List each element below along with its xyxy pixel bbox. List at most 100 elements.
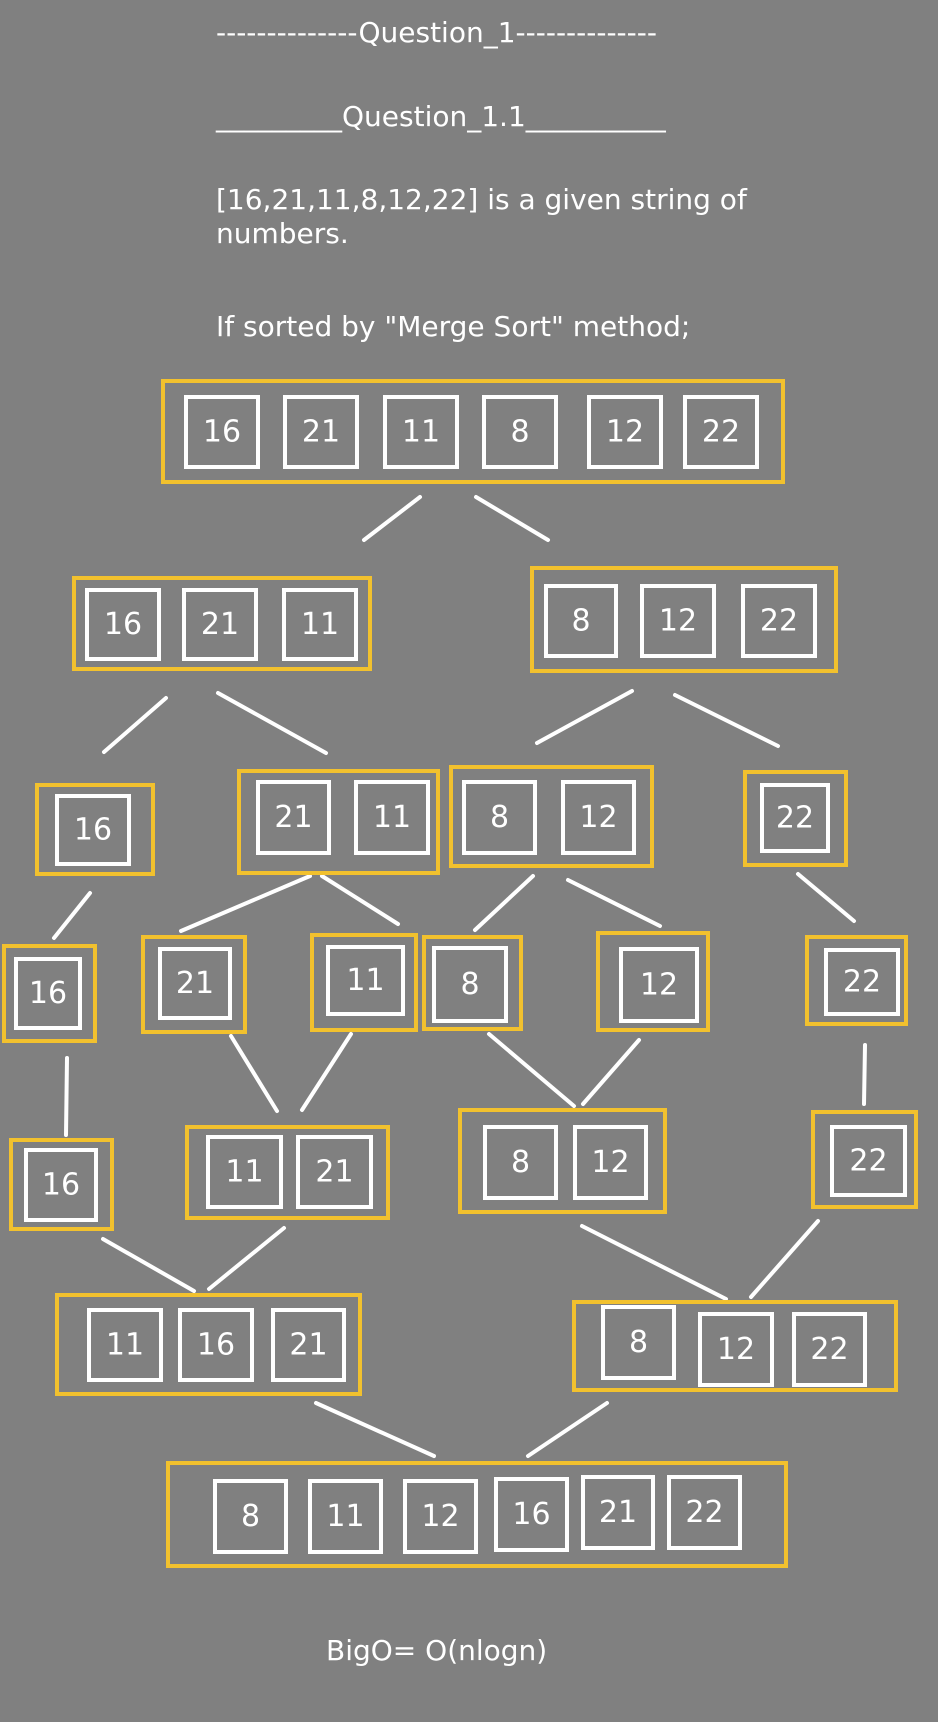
number-cell xyxy=(482,395,558,469)
number-value: 16 xyxy=(512,1497,550,1532)
connector-line-21 xyxy=(580,1224,728,1301)
number-value: 16 xyxy=(203,415,241,450)
group-border xyxy=(237,769,440,875)
number-cell xyxy=(158,947,232,1020)
group-border xyxy=(422,935,523,1031)
number-cell xyxy=(55,794,131,866)
question-1-heading: --------------Question_1-------------- xyxy=(216,16,657,49)
number-value: 22 xyxy=(685,1495,723,1530)
connector-line-12 xyxy=(796,872,856,923)
connector-line-23 xyxy=(314,1401,436,1458)
number-cell xyxy=(182,588,258,661)
number-value: 8 xyxy=(490,800,509,835)
number-cell xyxy=(206,1135,283,1209)
number-value: 8 xyxy=(510,415,529,450)
group-border xyxy=(166,1461,788,1568)
number-cell xyxy=(354,780,430,855)
number-cell xyxy=(698,1312,774,1387)
connector-line-22 xyxy=(749,1219,820,1299)
group-l4-11: 11 xyxy=(310,933,418,1032)
number-cell xyxy=(619,947,699,1023)
connector-line-2 xyxy=(474,495,550,542)
number-value: 22 xyxy=(776,801,814,836)
group-border xyxy=(743,770,848,867)
number-cell xyxy=(830,1125,907,1197)
big-o-complexity: BigO= O(nlogn) xyxy=(326,1634,548,1667)
group-border xyxy=(458,1108,667,1214)
connector-line-20 xyxy=(207,1226,286,1291)
group-l3-22: 22 xyxy=(743,770,848,867)
number-value: 22 xyxy=(702,415,740,450)
number-value: 11 xyxy=(326,1499,364,1534)
number-cell xyxy=(561,780,636,855)
group-border xyxy=(185,1125,390,1220)
number-cell xyxy=(213,1479,288,1554)
number-value: 16 xyxy=(29,976,67,1011)
group-l5-16: 16 xyxy=(9,1138,114,1231)
group-border xyxy=(2,944,97,1043)
connector-line-6 xyxy=(673,693,780,748)
number-cell xyxy=(640,584,716,658)
connector-line-15 xyxy=(300,1032,353,1112)
number-cell xyxy=(462,780,537,855)
number-value: 11 xyxy=(373,800,411,835)
group-border xyxy=(141,935,247,1034)
number-value: 22 xyxy=(810,1332,848,1367)
number-value: 11 xyxy=(301,607,339,642)
number-value: 8 xyxy=(511,1145,530,1180)
connector-line-3 xyxy=(102,696,168,754)
number-value: 21 xyxy=(274,800,312,835)
problem-statement: [16,21,11,8,12,22] is a given string of … xyxy=(216,183,747,250)
number-value: 21 xyxy=(599,1495,637,1530)
connector-line-19 xyxy=(101,1237,196,1293)
number-cell xyxy=(296,1135,373,1209)
number-cell xyxy=(256,780,331,855)
number-value: 11 xyxy=(225,1155,263,1190)
group-border xyxy=(530,566,838,673)
number-value: 16 xyxy=(104,607,142,642)
number-value: 16 xyxy=(74,813,112,848)
number-cell xyxy=(271,1308,346,1382)
number-cell xyxy=(24,1148,98,1222)
group-l3-21-11: 21 11 xyxy=(237,769,440,875)
number-value: 11 xyxy=(402,415,440,450)
number-cell xyxy=(184,395,260,469)
group-l4-12: 12 xyxy=(596,931,710,1032)
number-value: 11 xyxy=(346,963,384,998)
number-cell xyxy=(85,588,161,661)
connector-line-10 xyxy=(473,874,535,932)
number-value: 16 xyxy=(197,1328,235,1363)
number-value: 22 xyxy=(843,965,881,1000)
number-value: 21 xyxy=(289,1328,327,1363)
number-cell xyxy=(403,1479,478,1554)
number-cell xyxy=(824,948,900,1016)
group-l4-21: 21 xyxy=(141,935,247,1034)
connector-line-13 xyxy=(64,1056,69,1137)
connector-line-17 xyxy=(581,1038,641,1106)
group-border xyxy=(596,931,710,1032)
group-l5-22: 22 xyxy=(811,1110,918,1209)
method-statement: If sorted by "Merge Sort" method; xyxy=(216,310,691,343)
connector-line-16 xyxy=(487,1032,576,1108)
connector-line-24 xyxy=(526,1401,609,1458)
group-border xyxy=(811,1110,918,1209)
number-cell xyxy=(601,1305,676,1380)
number-value: 12 xyxy=(717,1332,755,1367)
number-value: 21 xyxy=(315,1155,353,1190)
group-border xyxy=(805,935,908,1026)
number-cell xyxy=(432,946,508,1023)
number-value: 11 xyxy=(106,1328,144,1363)
group-border xyxy=(310,933,418,1032)
number-value: 8 xyxy=(460,967,479,1002)
number-cell xyxy=(283,395,359,469)
number-cell xyxy=(587,395,663,469)
number-cell xyxy=(573,1125,648,1200)
number-value: 8 xyxy=(571,604,590,639)
connector-line-1 xyxy=(362,495,422,542)
connector-line-8 xyxy=(179,874,312,933)
group-border xyxy=(161,379,785,484)
